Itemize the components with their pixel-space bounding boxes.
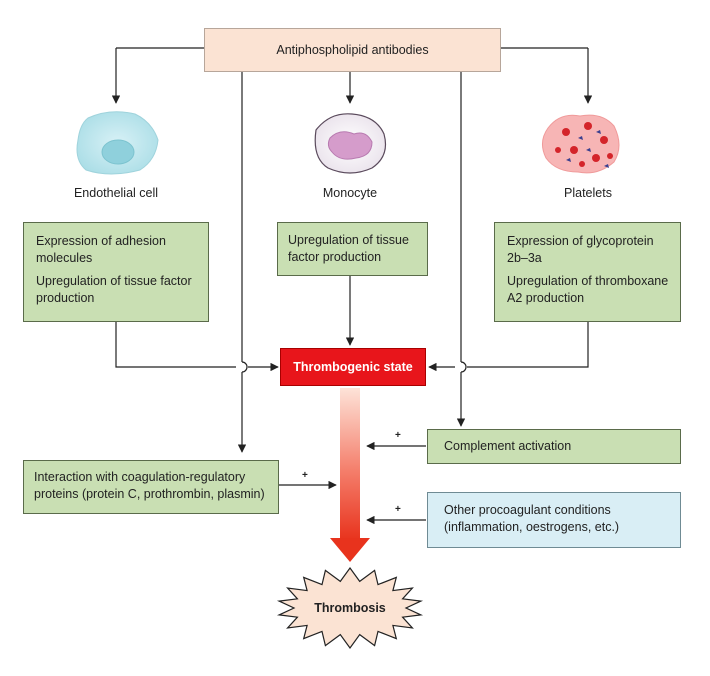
platelet-effects-box: Expression of glycoprotein 2b–3a Upregul…	[494, 222, 681, 322]
procoagulant-box: Other procoagulant conditions (inflammat…	[427, 492, 681, 548]
thrombogenic-state-label: Thrombogenic state	[293, 360, 413, 374]
coagulation-label: Interaction with coagulation-regulatory …	[34, 470, 265, 501]
plus-sign-complement: +	[395, 430, 401, 441]
complement-box: Complement activation	[427, 429, 681, 464]
thrombosis-label: Thrombosis	[314, 601, 386, 615]
thrombosis-burst	[276, 566, 424, 650]
coagulation-box: Interaction with coagulation-regulatory …	[23, 460, 279, 514]
effect-monocyte-tissue-factor: Upregulation of tissue factor production	[288, 233, 409, 264]
contributor-connectors	[279, 441, 426, 525]
platelets-icon	[542, 114, 620, 174]
thrombogenic-state-box: Thrombogenic state	[280, 348, 426, 386]
endothelial-cell-icon	[76, 111, 159, 175]
effect-thromboxane: Upregulation of thromboxane A2 productio…	[507, 273, 669, 305]
effect-connectors	[115, 276, 589, 372]
monocyte-effects-box: Upregulation of tissue factor production	[277, 222, 428, 276]
procoagulant-label: Other procoagulant conditions (inflammat…	[444, 503, 620, 534]
monocyte-icon	[314, 113, 387, 174]
complement-label: Complement activation	[444, 439, 572, 454]
progression-arrow	[330, 388, 370, 562]
antibodies-label: Antiphospholipid antibodies	[276, 42, 429, 57]
effect-adhesion: Expression of adhesion molecules	[36, 234, 166, 265]
platelets-label: Platelets	[564, 186, 612, 200]
antibodies-box: Antiphospholipid antibodies	[204, 28, 501, 72]
effect-tissue-factor: Upregulation of tissue factor production	[36, 273, 192, 305]
plus-sign-procoagulant: +	[395, 504, 401, 515]
plus-sign-coagulation: +	[302, 470, 308, 481]
effect-glycoprotein: Expression of glycoprotein 2b–3a	[507, 234, 654, 265]
top-connectors	[111, 47, 593, 453]
endothelial-effects-box: Expression of adhesion molecules Upregul…	[23, 222, 209, 322]
monocyte-label: Monocyte	[322, 186, 378, 200]
endothelial-cell-label: Endothelial cell	[73, 186, 159, 200]
